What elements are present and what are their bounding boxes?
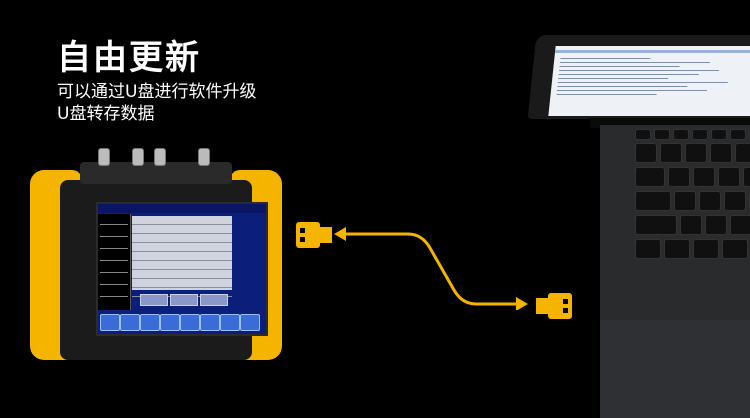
- feature-line-2: U盘转存数据: [57, 104, 155, 124]
- device-screen: [96, 202, 268, 336]
- screen-status-bar: [98, 204, 266, 213]
- value-column: [234, 216, 264, 310]
- device-connector-panel: [80, 148, 232, 184]
- parameter-table: [132, 216, 232, 297]
- headline-title: 自由更新: [57, 38, 201, 78]
- instrument-device-icon: [30, 148, 282, 360]
- usb-stick-icon: [536, 293, 572, 319]
- bidirectional-arrow-icon: [334, 227, 528, 310]
- laptop-palmrest: [600, 320, 750, 418]
- laptop-hinge: [590, 118, 750, 128]
- waveform-panel: [98, 214, 131, 310]
- feature-line-1: 可以通过U盘进行软件升级: [57, 82, 257, 102]
- function-key-bar: [100, 314, 264, 331]
- dialog-buttons: [132, 294, 232, 306]
- laptop-icon: [520, 30, 750, 418]
- usb-stick-icon: [296, 222, 332, 248]
- laptop-screen: [548, 46, 750, 116]
